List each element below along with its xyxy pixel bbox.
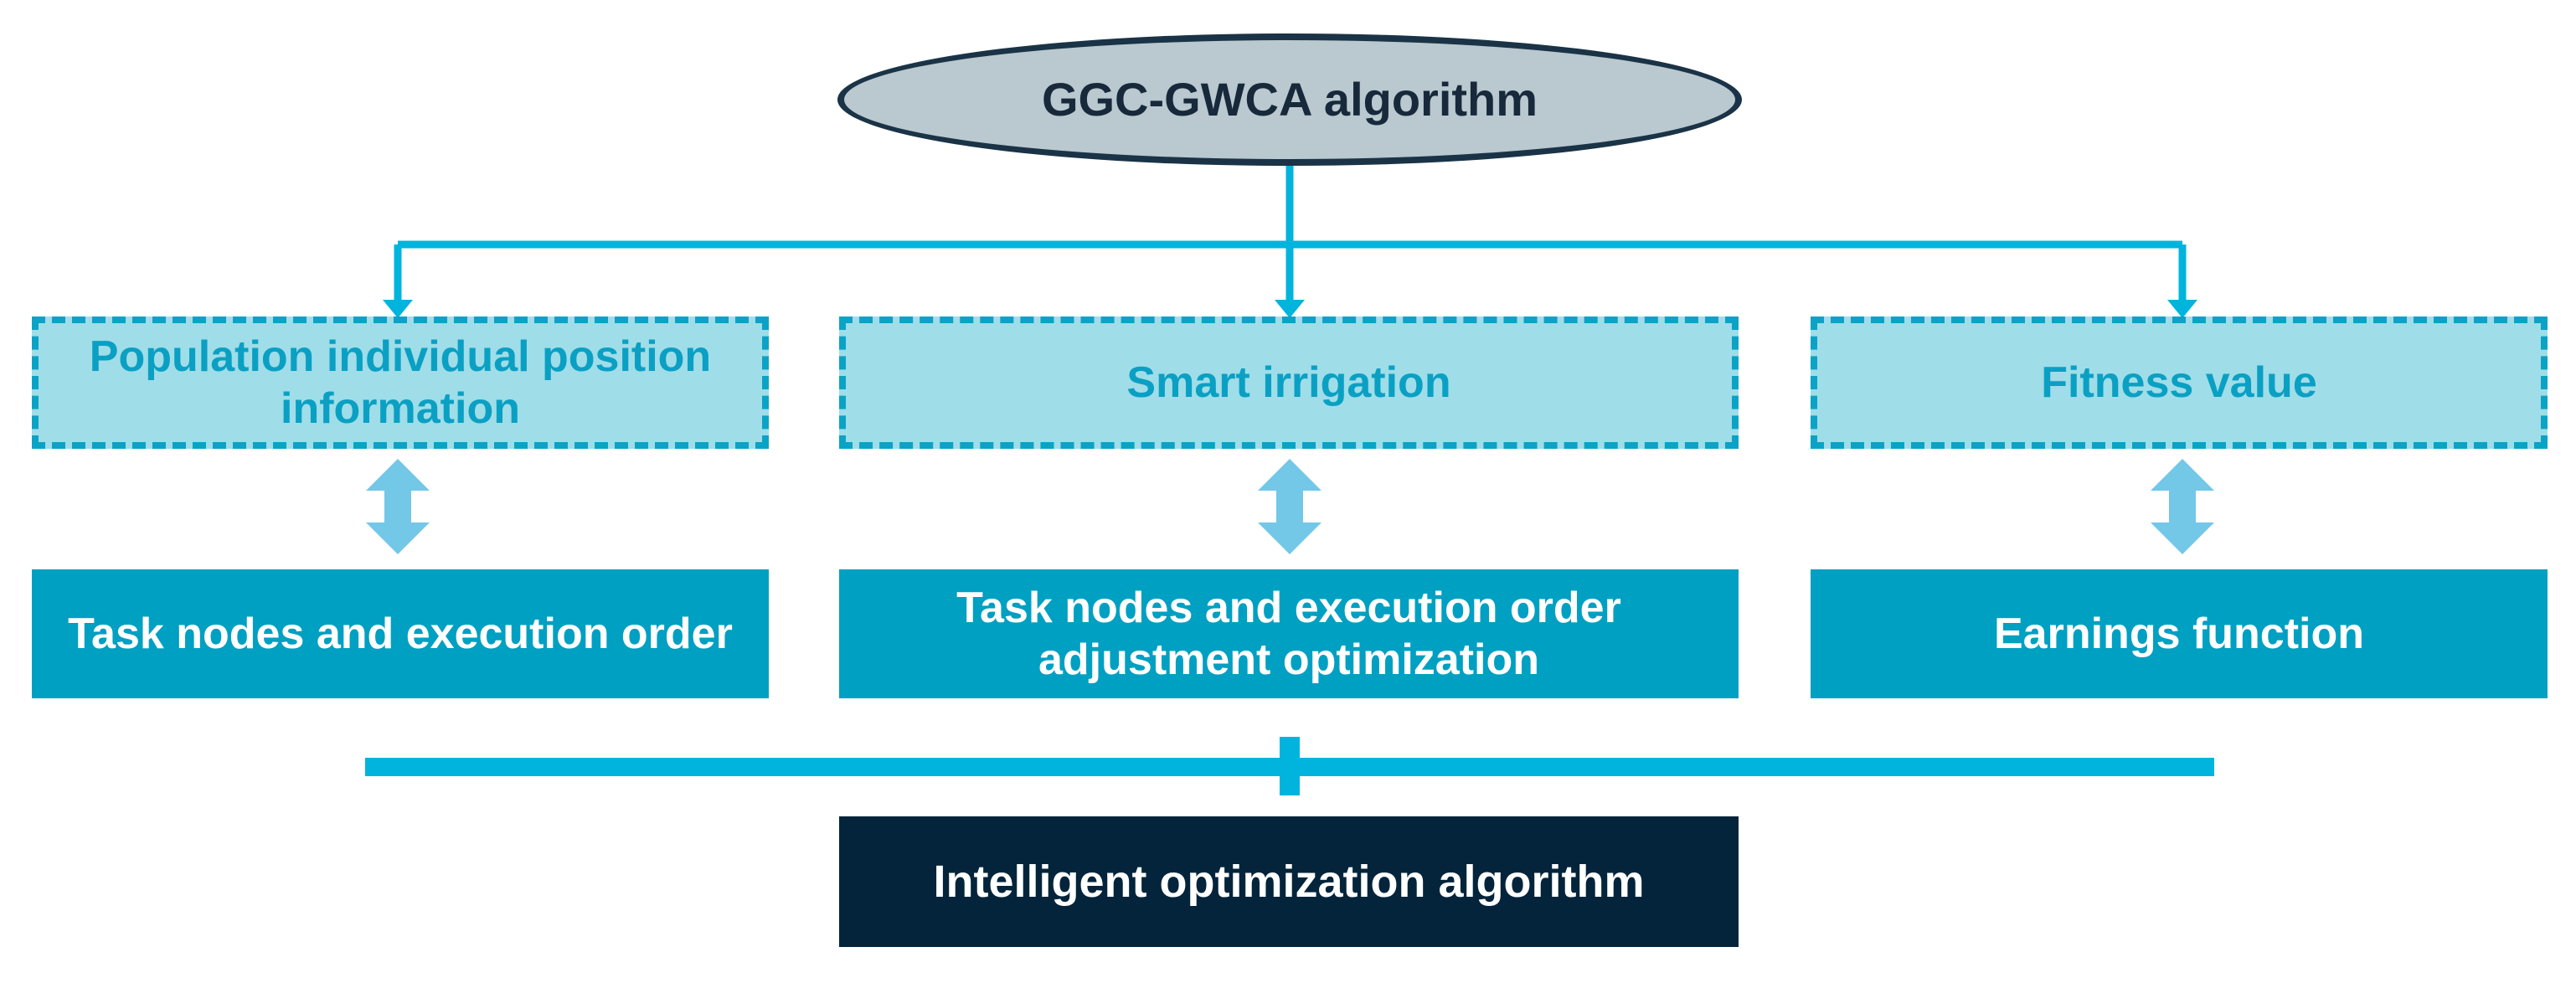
merge-tick: [1280, 737, 1300, 795]
top-box-smart-irrigation: Smart irrigation: [839, 317, 1739, 449]
mid-box-task-nodes: Task nodes and execution order: [32, 569, 769, 698]
top-box-fitness-value-label: Fitness value: [2041, 358, 2317, 407]
bottom-box-label: Intelligent optimization algorithm: [933, 856, 1645, 907]
mid-box-adjustment-optimization: Task nodes and execution order adjustmen…: [839, 569, 1739, 698]
mid-box-earnings-function: Earnings function: [1811, 569, 2548, 698]
double-arrow-3: [2151, 459, 2214, 554]
mid-box-adjustment-optimization-label: Task nodes and execution order adjustmen…: [956, 583, 1621, 684]
mid-box-earnings-function-label: Earnings function: [1994, 609, 2364, 658]
arrowhead-left: [383, 300, 413, 318]
top-box-population-label: Population individual position informati…: [89, 332, 712, 433]
arrowhead-center: [1275, 300, 1305, 318]
top-box-fitness-value: Fitness value: [1811, 317, 2548, 449]
double-arrow-1: [366, 459, 430, 554]
arrowhead-right: [2167, 300, 2197, 318]
bottom-box-intelligent-optimization: Intelligent optimization algorithm: [839, 816, 1739, 947]
double-arrow-2: [1258, 459, 1321, 554]
root-label: GGC-GWCA algorithm: [1041, 73, 1538, 126]
top-box-population: Population individual position informati…: [32, 317, 769, 449]
top-box-smart-irrigation-label: Smart irrigation: [1126, 358, 1451, 407]
root-node-ellipse: GGC-GWCA algorithm: [837, 33, 1742, 166]
mid-box-task-nodes-label: Task nodes and execution order: [68, 609, 733, 658]
